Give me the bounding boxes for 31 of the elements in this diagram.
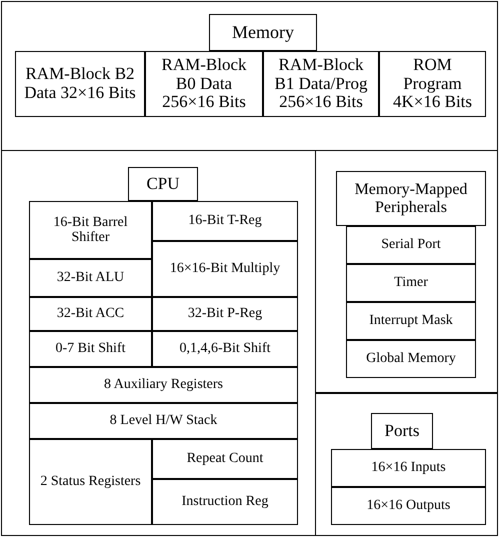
section-panel	[1, 1, 498, 151]
section-panel	[1, 150, 316, 536]
block-box: 8 Level H/W Stack	[29, 403, 298, 439]
block-box: Ports	[371, 413, 433, 449]
section-panel	[315, 393, 498, 536]
block-box: CPU	[128, 167, 198, 201]
block-box: 0-7 Bit Shift	[29, 331, 152, 367]
block-box: 32-Bit ALU	[29, 259, 152, 297]
block-box: RAM-Block B1 Data/Prog 256×16 Bits	[263, 51, 379, 117]
block-box: ROM Program 4K×16 Bits	[379, 51, 486, 117]
block-box: RAM-Block B2 Data 32×16 Bits	[15, 51, 145, 117]
block-box: Global Memory	[346, 340, 476, 378]
block-box: RAM-Block B0 Data 256×16 Bits	[145, 51, 263, 117]
block-box: 16×16 Inputs	[331, 449, 486, 487]
block-box: 16-Bit T-Reg	[152, 201, 298, 241]
block-box: 32-Bit ACC	[29, 297, 152, 331]
block-box: Interrupt Mask	[346, 302, 476, 340]
block-box: 0,1,4,6-Bit Shift	[152, 331, 298, 367]
block-box: 2 Status Registers	[29, 439, 152, 525]
block-box: Timer	[346, 264, 476, 302]
block-box: 16×16-Bit Multiply	[152, 241, 298, 297]
block-box: Memory-Mapped Peripherals	[336, 171, 486, 226]
section-panel	[315, 150, 498, 393]
block-box: Serial Port	[346, 226, 476, 264]
block-box: 16-Bit Barrel Shifter	[29, 201, 152, 259]
block-box: 8 Auxiliary Registers	[29, 367, 298, 403]
block-box: Instruction Reg	[152, 479, 298, 525]
block-box: Memory	[209, 14, 317, 51]
block-box: Repeat Count	[152, 439, 298, 479]
block-box: 16×16 Outputs	[331, 487, 486, 525]
block-box: 32-Bit P-Reg	[152, 297, 298, 331]
